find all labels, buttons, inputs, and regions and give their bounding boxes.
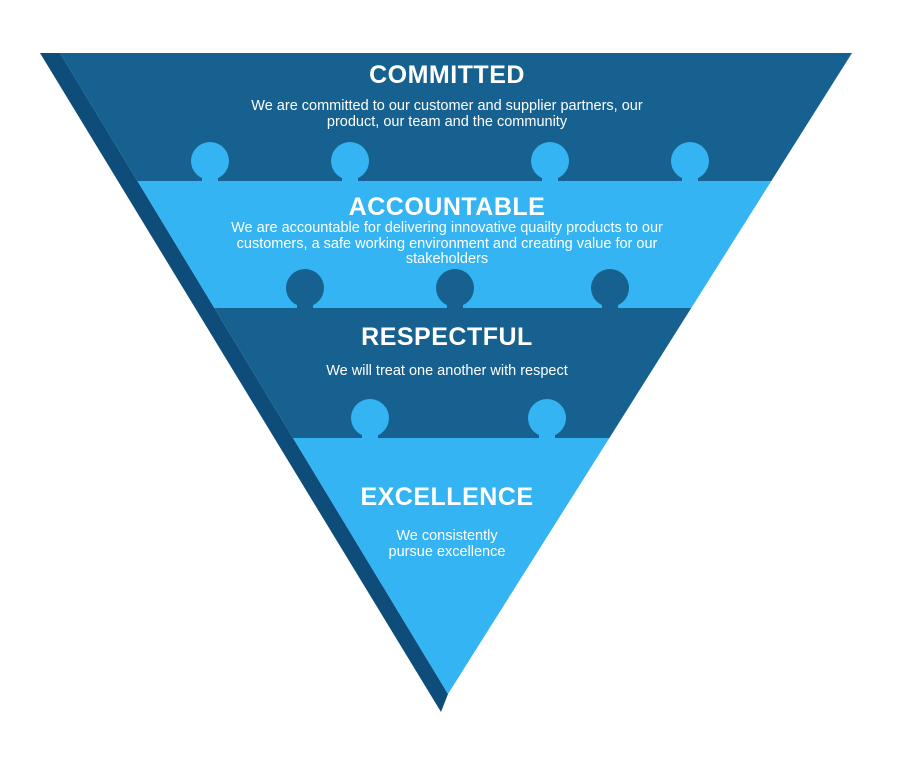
puzzle-knob-neck (362, 418, 378, 440)
excellence-line-1: We consistently (396, 528, 498, 544)
accountable-line-2: customers, a safe working environment an… (236, 235, 658, 252)
pyramid-left-edge-3d (40, 53, 448, 712)
respectful-line-1: We will treat one another with respect (326, 363, 568, 379)
puzzle-knob-neck (297, 288, 313, 310)
committed-line-2: product, our team and the community (326, 113, 568, 130)
puzzle-knob-neck (342, 161, 358, 183)
committed-line-1: We are committed to our customer and sup… (251, 98, 643, 114)
respectful-title: RESPECTFUL (361, 323, 533, 351)
band-excellence (60, 438, 852, 694)
excellence-description: We consistently pursue excellence (388, 528, 506, 560)
respectful-description: We will treat one another with respect (326, 363, 568, 380)
accountable-line-3: stakeholders (405, 251, 489, 267)
accountable-description: We are accountable for delivering innova… (231, 220, 663, 268)
committed-description: We are committed to our customer and sup… (251, 98, 643, 130)
puzzle-knob-neck (542, 161, 558, 183)
committed-title: COMMITTED (369, 61, 525, 89)
puzzle-knob-neck (202, 161, 218, 183)
excellence-title: EXCELLENCE (360, 483, 534, 511)
puzzle-knobs-row-1 (191, 142, 709, 183)
puzzle-knob-neck (682, 161, 698, 183)
accountable-title: ACCOUNTABLE (348, 193, 546, 221)
puzzle-knob-neck (539, 418, 555, 440)
puzzle-knob-neck (447, 288, 463, 310)
accountable-line-1: We are accountable for delivering innova… (231, 220, 663, 236)
puzzle-knob-neck (602, 288, 618, 310)
puzzle-knobs-row-3 (351, 399, 566, 440)
excellence-line-2: pursue excellence (388, 543, 506, 560)
puzzle-knobs-row-2 (286, 269, 629, 310)
